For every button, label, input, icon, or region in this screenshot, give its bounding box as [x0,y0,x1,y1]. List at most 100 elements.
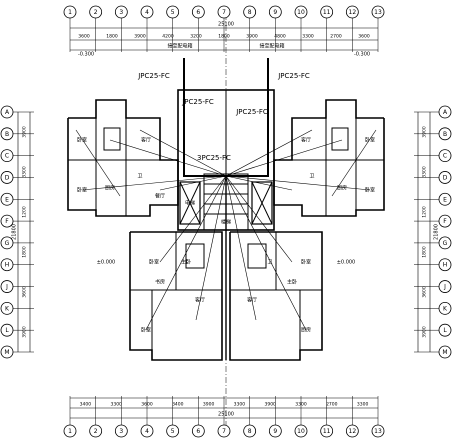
room-label: 厨房 [337,185,347,192]
right-grid-bubble [438,171,452,184]
note-label: -0.300 [354,52,370,58]
bottom-dimension: 3400 [172,402,184,408]
left-grid-label: M [4,349,9,356]
right-grid-bubble [438,149,452,163]
top-dimension: 3600 [78,34,90,40]
note-label: 接至配电箱 [167,43,192,50]
top-grid-label: 7 [222,9,226,16]
left-dimension: 3900 [22,126,28,138]
right-grid-label: M [442,349,447,356]
bottom-grid-bubble [89,424,103,438]
left-dimension: 3300 [22,166,28,178]
top-dimension: 2700 [330,34,342,40]
top-grid-label: 2 [94,9,98,16]
top-grid-bubble [166,5,180,19]
bottom-grid-label: 8 [248,428,252,435]
room-label: 客厅 [301,137,311,144]
left-grid-label: E [5,196,9,203]
left-grid-bubble [0,323,14,337]
right-dimension: 1200 [422,206,428,218]
room-label: 卧室 [365,187,375,194]
top-dimension: 3200 [190,34,202,40]
top-grid-label: 3 [119,9,123,16]
right-grid-bubble [438,345,452,359]
bottom-grid-bubble [166,424,180,438]
room-label: 卫 [267,260,272,266]
top-dimension: 3900 [134,34,146,40]
room-label: 卧室 [77,187,87,194]
left-grid-bubble [0,192,14,206]
bottom-dimension: 2700 [326,402,338,408]
right-grid-label: J [443,284,446,291]
right-dimension-total: 21800 [434,224,440,240]
right-grid-bubble [438,301,452,315]
right-grid-label: C [443,153,447,160]
room-label: 卧室 [149,259,159,266]
right-grid-label: E [443,196,447,203]
room-label: 电梯 [185,200,195,207]
left-grid-label: H [5,262,10,269]
left-grid-label: A [5,109,10,116]
top-dimension: 4800 [274,34,286,40]
note-label: -0.300 [78,52,94,58]
top-grid-bubble [243,5,257,19]
left-grid-label: F [5,218,9,225]
bottom-grid-label: 10 [297,428,305,435]
top-dimension: 3300 [302,34,314,40]
room-label: 餐厅 [155,193,165,200]
bottom-grid-bubble [114,424,128,438]
feeder-label: JPC25-FC [235,108,268,116]
bottom-grid-bubble [294,424,308,438]
left-dimension-total: 21800 [12,224,18,240]
room-label: 客厅 [247,297,257,304]
left-grid-bubble [0,105,14,119]
right-grid-label: A [443,109,448,116]
bottom-grid-bubble [345,424,359,438]
feeder-label: JPC25-FC [277,72,310,80]
top-grid-bubble [371,5,385,19]
top-grid-bubble [294,5,308,19]
top-grid-label: 9 [273,9,277,16]
room-label: 卫 [137,174,142,180]
bottom-grid-bubble [371,424,385,438]
left-grid-bubble [0,258,14,272]
bottom-dimension: 3900 [264,402,276,408]
top-dimension: 3600 [358,34,370,40]
bottom-dimension-total: 25100 [218,412,234,418]
left-grid-label: B [5,131,9,138]
bottom-grid-label: 3 [119,428,123,435]
bottom-dimension: 3300 [110,402,122,408]
right-grid-label: L [443,327,447,334]
left-grid-bubble [0,236,14,250]
top-grid-bubble [140,5,154,19]
right-grid-bubble [438,127,452,141]
left-dimension: 1200 [22,206,28,218]
left-grid-bubble [0,171,14,184]
top-grid-label: 4 [145,9,149,16]
top-grid-bubble [320,5,334,19]
room-label: 楼梯 [221,219,231,226]
right-grid-bubble [438,280,452,293]
room-label: 厨房 [301,327,311,334]
bottom-grid-label: 2 [94,428,98,435]
bottom-grid-bubble [268,424,282,438]
feeder-label: JPC25-FC [137,72,170,80]
right-grid-label: D [443,174,448,181]
room-label: 主卧 [287,279,297,286]
room-label: 卫 [309,174,314,180]
bottom-grid-label: 4 [145,428,149,435]
top-dimension: 1800 [218,34,230,40]
bottom-dimension: 3300 [234,402,246,408]
top-grid-bubble [268,5,282,19]
left-grid-label: J [5,284,8,291]
bottom-grid-label: 9 [273,428,277,435]
top-grid-label: 10 [297,9,305,16]
bottom-grid-label: 11 [323,428,331,435]
top-grid-bubble [89,5,103,19]
bottom-grid-bubble [63,424,77,438]
left-grid-bubble [0,280,14,293]
top-grid-bubble [114,5,128,19]
feeder-label: 3PC25-FC [197,154,231,162]
room-label: 厨房 [105,185,115,192]
